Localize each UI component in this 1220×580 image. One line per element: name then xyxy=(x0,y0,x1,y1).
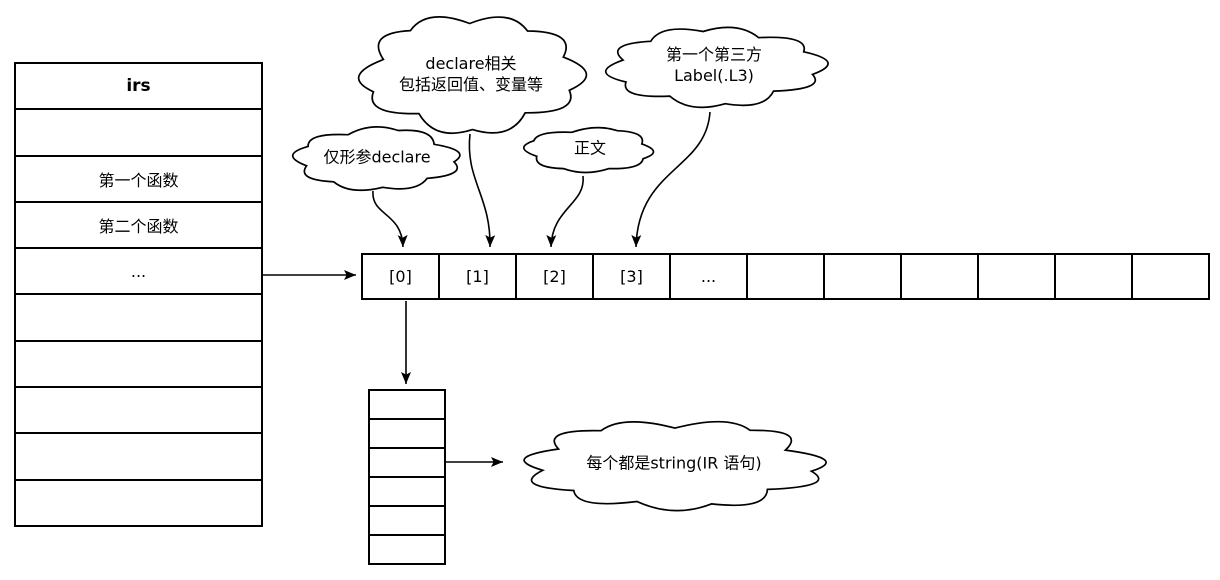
array-cell xyxy=(748,255,825,298)
cloud-third-label-line2: Label(.L3) xyxy=(674,66,754,85)
irs-table: irs 第一个函数第二个函数... xyxy=(14,62,263,527)
cloud-body-label: 正文 xyxy=(573,138,607,158)
stack-row xyxy=(370,478,444,507)
stack-row xyxy=(370,507,444,536)
cloud-third-label-line1: 第一个第三方 xyxy=(665,45,763,64)
array-cell: [1] xyxy=(440,255,517,298)
stack-row xyxy=(370,391,444,420)
array-cell: [0] xyxy=(363,255,440,298)
cloud-third-label xyxy=(604,26,829,109)
irs-table-title: irs xyxy=(16,64,261,111)
stack-row xyxy=(370,536,444,563)
array-cell: ... xyxy=(671,255,748,298)
cloud-body xyxy=(522,126,655,174)
stack-row xyxy=(370,420,444,449)
arrow-body-to-cell2 xyxy=(546,175,584,248)
arrow-label-to-cell3 xyxy=(631,111,711,248)
array-cell xyxy=(1133,255,1208,298)
arrow-param-to-cell0 xyxy=(372,190,408,248)
cloud-string-note xyxy=(523,420,827,512)
table-row xyxy=(16,481,261,525)
table-row xyxy=(16,110,261,157)
table-row xyxy=(16,342,261,389)
cloud-third-label-label: 第一个第三方 Label(.L3) xyxy=(666,44,762,86)
table-row: 第二个函数 xyxy=(16,203,261,250)
array-cell: [3] xyxy=(594,255,671,298)
table-row: 第一个函数 xyxy=(16,157,261,203)
cloud-declare-related-line2: 包括返回值、变量等 xyxy=(398,75,544,94)
cloud-declare-related-line1: declare相关 xyxy=(425,54,517,73)
array-cell xyxy=(902,255,979,298)
cloud-param-only-label: 仅形参declare xyxy=(323,147,431,167)
array-cell xyxy=(1056,255,1133,298)
array-cell xyxy=(979,255,1056,298)
ir-array: [0][1][2][3]... xyxy=(361,253,1210,300)
cloud-string-note-label: 每个都是string(IR 语句) xyxy=(586,453,762,473)
table-row: ... xyxy=(16,249,261,296)
cloud-param-only xyxy=(291,126,461,192)
stack-row xyxy=(370,449,444,478)
cloud-declare-related-label: declare相关 包括返回值、变量等 xyxy=(399,53,543,95)
array-cell: [2] xyxy=(517,255,594,298)
table-row xyxy=(16,434,261,481)
table-row xyxy=(16,388,261,435)
cloud-declare-related xyxy=(357,16,588,135)
arrow-declare-to-cell1 xyxy=(468,133,496,248)
statement-stack xyxy=(368,389,446,565)
array-cell xyxy=(825,255,902,298)
table-row xyxy=(16,295,261,342)
